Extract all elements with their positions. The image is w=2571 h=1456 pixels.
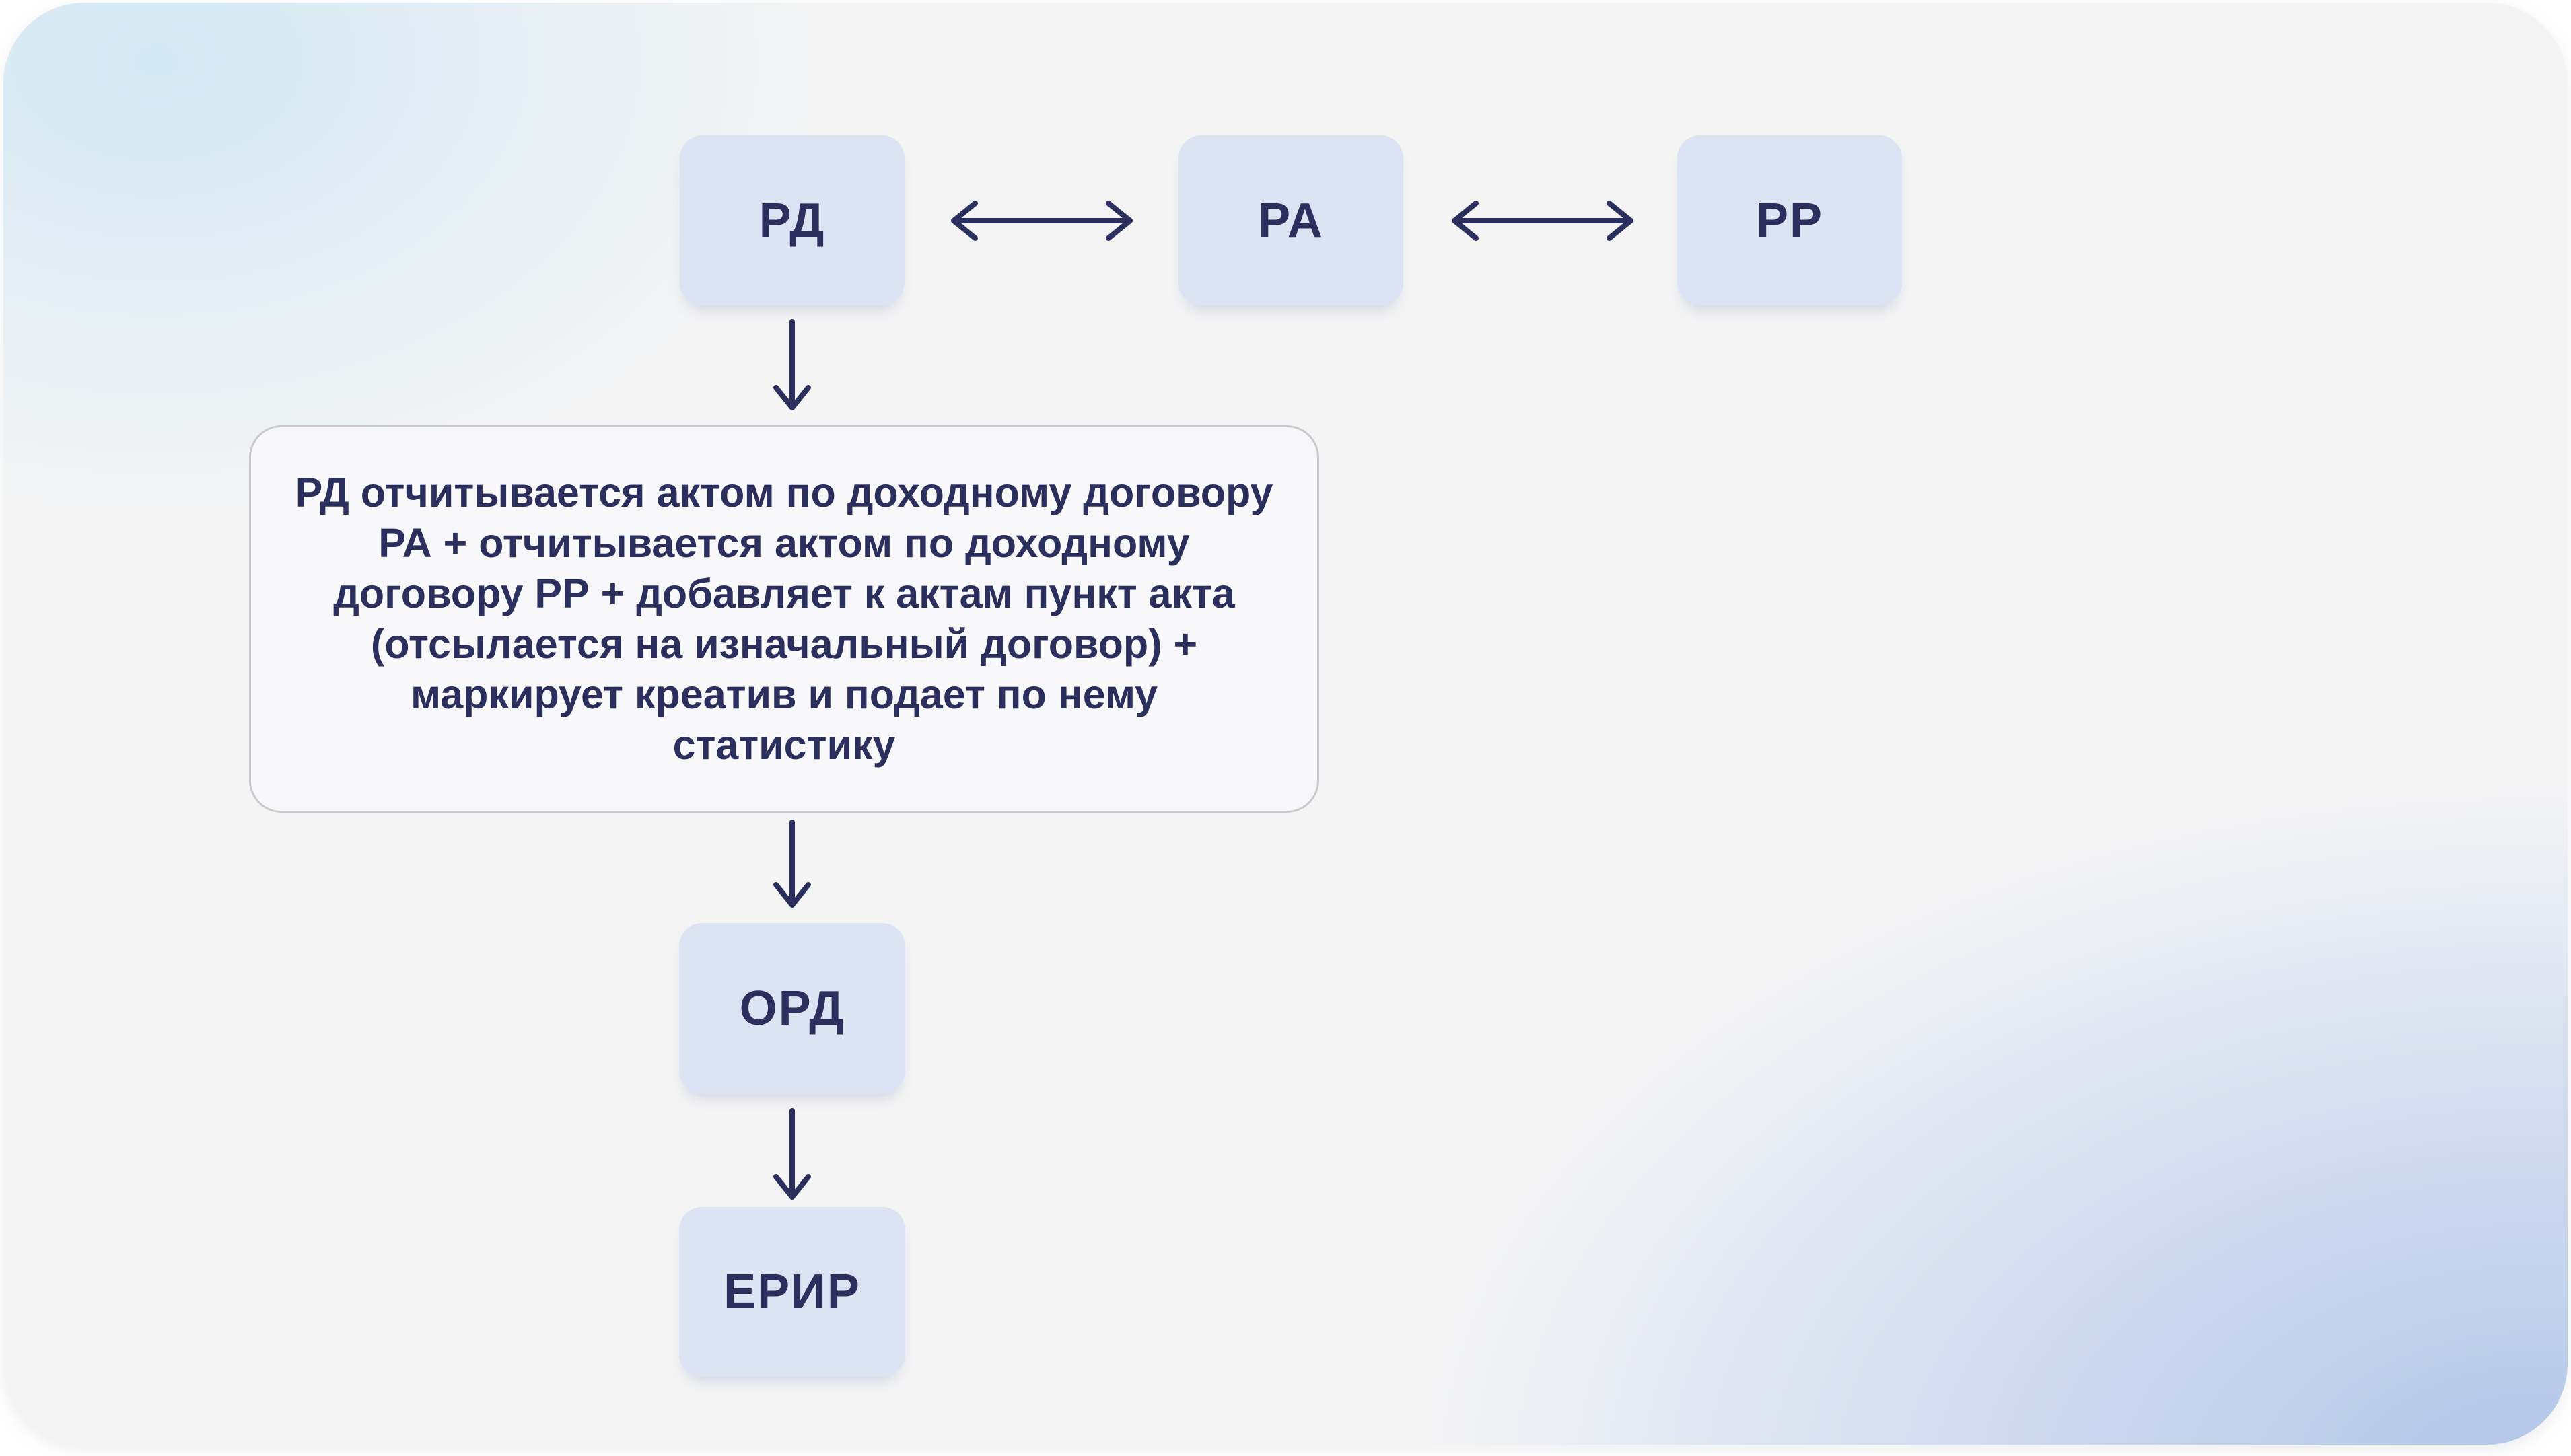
note-line: РА + отчитывается актом по доходному <box>378 520 1190 566</box>
node-rd-label: РД <box>759 193 826 248</box>
node-ord: ОРД <box>679 923 905 1094</box>
double-arrow-rd-ra-icon <box>951 201 1133 241</box>
down-arrow-note-ord-icon <box>773 820 811 908</box>
node-erir: ЕРИР <box>679 1207 905 1377</box>
node-rd: РД <box>680 135 905 305</box>
note-line: статистику <box>672 722 896 768</box>
double-arrow-ra-rr-icon <box>1452 201 1633 241</box>
node-ra: РА <box>1178 135 1403 305</box>
note-line: (отсылается на изначальный договор) + <box>370 621 1198 667</box>
down-arrow-ord-erir-icon <box>773 1108 811 1200</box>
node-rr: РР <box>1677 135 1902 305</box>
note-line: маркирует креатив и подает по нему <box>410 671 1158 717</box>
down-arrow-rd-note-icon <box>773 319 811 410</box>
note-line: договору РР + добавляет к актам пункт ак… <box>333 571 1235 616</box>
node-ord-label: ОРД <box>739 982 845 1035</box>
node-rr-label: РР <box>1755 193 1824 248</box>
node-ra-label: РА <box>1258 193 1324 248</box>
node-erir-label: ЕРИР <box>724 1265 861 1319</box>
note-box: РД отчитывается актом по доходному догов… <box>249 425 1319 813</box>
diagram-canvas: РД РА РР РД отчитывается актом по доходн… <box>3 3 2568 1445</box>
note-line: РД отчитывается актом по доходному догов… <box>295 470 1273 515</box>
